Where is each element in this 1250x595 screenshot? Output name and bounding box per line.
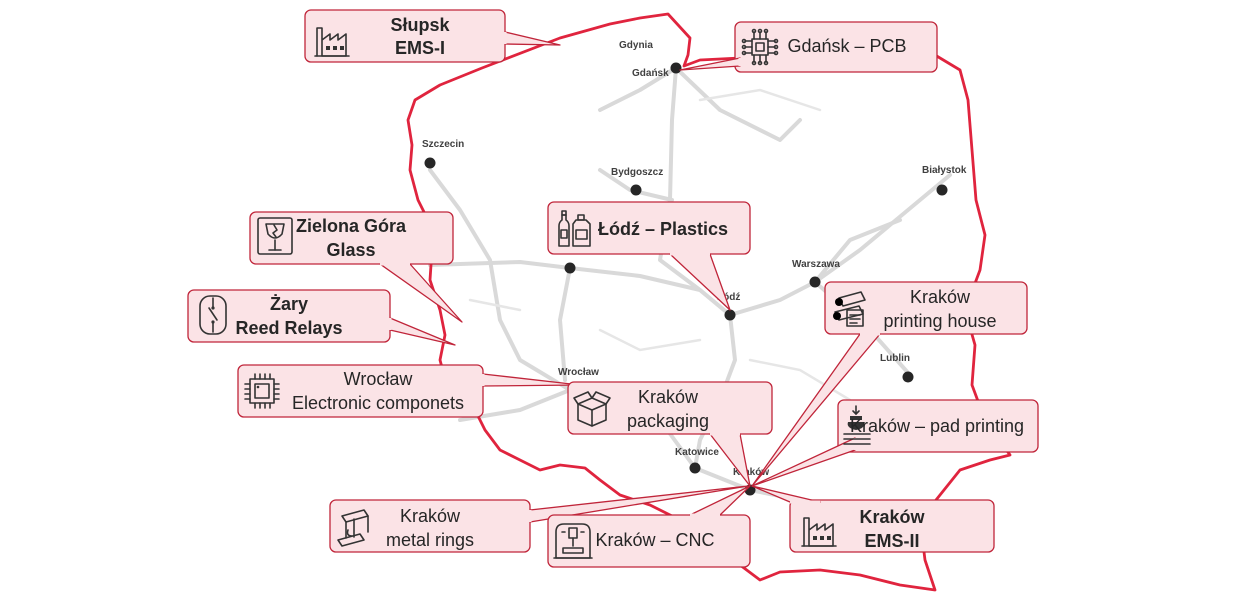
callout-box [567, 381, 773, 435]
callout-pointer [669, 253, 731, 311]
callout-box [824, 281, 1028, 335]
callout-krakow-printing-house: Kraków printing house [751, 281, 1028, 487]
city-dot-warszawa [809, 276, 821, 288]
callout-box [187, 289, 391, 343]
callout-label: Kraków – pad printing [850, 416, 1024, 436]
circuit-chip-icon [741, 28, 779, 66]
callout-label: Wrocław [344, 369, 414, 389]
city-label-bydgoszcz: Bydgoszcz [611, 167, 663, 178]
callout-label: Słupsk [390, 15, 450, 35]
city-label-szczecin: Szczecin [422, 139, 464, 150]
callout-box [547, 201, 751, 255]
callout-label: Łódź – Plastics [598, 219, 728, 239]
plastic-bottles-icon [558, 210, 591, 247]
city-dot-gdansk [670, 62, 682, 74]
city-dot-lublin [902, 371, 914, 383]
city-dot-szczecin [424, 157, 436, 169]
callout-krakow-cnc: Kraków – CNC [547, 485, 751, 568]
callout-label: Reed Relays [235, 318, 342, 338]
callout-box [329, 499, 531, 553]
callout-label: Gdańsk – PCB [787, 36, 906, 56]
city-dot-katowice [689, 462, 701, 474]
callout-label: Kraków [910, 287, 971, 307]
callout-krakow-packaging: Kraków packaging [567, 381, 773, 487]
city-dot-lodz [724, 309, 736, 321]
city-label-gdansk: Gdańsk [632, 68, 669, 79]
callout-label: printing house [883, 311, 996, 331]
callout-box [237, 364, 484, 418]
fragile-glass-icon [257, 217, 293, 255]
city-label-lodz: Łódź [717, 292, 740, 303]
callout-gdansk-pcb: Gdańsk – PCB [679, 21, 938, 73]
city-label-bialystok: Białystok [922, 165, 967, 176]
callout-pointer [379, 263, 463, 323]
callout-box [837, 399, 1039, 453]
callout-label: Kraków [638, 387, 699, 407]
open-box-icon [573, 391, 611, 427]
callout-label: EMS-II [864, 531, 919, 551]
callout-label: Glass [326, 240, 375, 260]
callout-pointer [751, 437, 856, 487]
callout-label: Żary [270, 294, 308, 314]
city-label-katowice: Katowice [675, 447, 719, 458]
callout-label: metal rings [386, 530, 474, 550]
callout-pointer [504, 31, 561, 46]
callout-box [249, 211, 454, 265]
reed-relay-icon [199, 295, 227, 335]
city-label-wroclaw: Wrocław [558, 367, 599, 378]
callout-label: Kraków [400, 506, 461, 526]
city-label-warszawa: Warszawa [792, 259, 840, 270]
callout-label: Electronic componets [292, 393, 464, 413]
callout-label: packaging [627, 411, 709, 431]
factory-icon [801, 517, 837, 547]
city-label-krakow: Kraków [733, 467, 769, 478]
callout-box [789, 499, 995, 553]
cnc-machine-icon [553, 523, 593, 559]
city-dot-bydgoszcz [630, 184, 642, 196]
factory-icon [314, 27, 350, 57]
microchip-icon [244, 373, 280, 409]
steel-beam-icon [337, 509, 369, 547]
callout-label: EMS-I [395, 38, 445, 58]
city-label-gdynia: Gdynia [619, 40, 653, 51]
callout-krakow-pad-printing: Kraków – pad printing [751, 399, 1039, 487]
callout-label: Kraków [859, 507, 925, 527]
callout-lodz-plastics: Łódź – Plastics [547, 201, 751, 311]
callout-box [547, 514, 751, 568]
callout-box [734, 21, 938, 73]
callout-label: Zielona Góra [296, 216, 407, 236]
city-dot-unlabeled [564, 262, 576, 274]
city-dot-bialystok [936, 184, 948, 196]
callout-krakow-metal-rings: Kraków metal rings [329, 485, 749, 553]
city-label-lublin: Lublin [880, 353, 910, 364]
callout-label: Kraków – CNC [595, 530, 714, 550]
paper-rolls-icon [833, 291, 866, 327]
pad-printing-icon [843, 405, 871, 445]
